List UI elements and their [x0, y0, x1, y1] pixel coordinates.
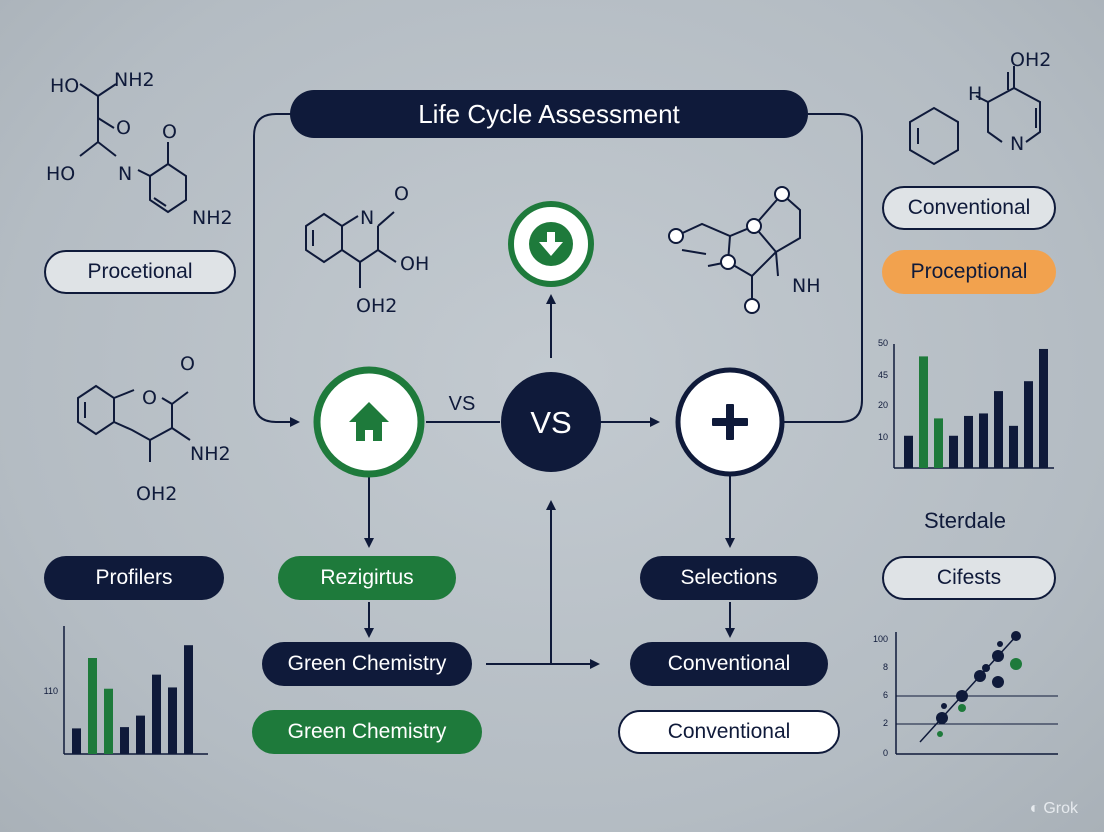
scatter-point: [941, 703, 947, 709]
bar: [120, 727, 129, 754]
download-node[interactable]: [508, 201, 594, 287]
molecule-center-right: NH: [668, 186, 821, 314]
section-heading-right: Sterdale: [924, 508, 1006, 533]
y-tick-label: 100: [873, 634, 888, 644]
m1-oh-label: OH: [400, 253, 429, 275]
bar: [964, 415, 973, 468]
y-tick-label: 10: [878, 432, 888, 442]
profilers-pill[interactable]: Profilers: [44, 556, 224, 600]
page-title: Life Cycle Assessment: [290, 90, 808, 138]
chart-bottom-right: 100 8 6 2 0: [873, 631, 1058, 758]
trend-line: [919, 633, 1019, 743]
tl-n-label: N: [118, 163, 132, 185]
home-node[interactable]: [313, 366, 425, 478]
tl-o2-label: O: [162, 121, 177, 143]
scatter-point: [956, 690, 968, 702]
home-icon: [349, 402, 389, 441]
tl-ho2-label: HO: [46, 163, 75, 185]
bar: [979, 413, 988, 468]
selections-pill[interactable]: Selections: [640, 556, 818, 600]
vs-label: VS: [449, 393, 476, 415]
y-tick-label: 0: [883, 748, 888, 758]
m1-oh2-label: OH2: [356, 295, 397, 317]
left-loop-connector: [253, 113, 300, 427]
bar: [994, 391, 1003, 468]
bar: [152, 674, 161, 754]
right-loop-connector: [780, 113, 863, 423]
procetional-pill[interactable]: Procetional: [44, 250, 236, 294]
y-tick-label: 45: [878, 370, 888, 380]
bar: [1024, 381, 1033, 468]
scatter-point: [1011, 631, 1021, 641]
watermark-text: Grok: [1043, 800, 1078, 817]
plus-icon: [712, 404, 748, 440]
m1-n-label: N: [360, 207, 374, 229]
chart-bottom-left: 110: [44, 626, 208, 755]
molecule-center-left: N O OH OH2: [305, 183, 429, 317]
connectors: [253, 113, 863, 669]
bar: [949, 435, 958, 468]
bar: [919, 356, 928, 468]
scatter-point: [982, 664, 990, 672]
scatter-point: [937, 731, 943, 737]
scatter-point: [992, 676, 1004, 688]
tr-h-label: H: [968, 83, 982, 105]
proceptional-pill[interactable]: Proceptional: [882, 250, 1056, 294]
grok-logo-icon: ◐: [1029, 800, 1040, 817]
tl-ho-label: HO: [50, 75, 79, 97]
tl-o1-label: O: [116, 117, 131, 139]
bar: [184, 645, 193, 754]
scatter-point: [997, 641, 1003, 647]
m2-o1-label: O: [142, 387, 157, 409]
tr-n-label: N: [1010, 133, 1024, 155]
green-chemistry-green-pill[interactable]: Green Chemistry: [252, 710, 482, 754]
watermark: ◐ Grok: [1030, 800, 1078, 818]
y-tick-label: 20: [878, 400, 888, 410]
scatter-point: [974, 670, 986, 682]
molecule-top-left: HO NH2 O HO N O NH2: [46, 69, 233, 229]
bar: [88, 658, 97, 754]
bar: [136, 715, 145, 754]
y-tick-label: 8: [883, 662, 888, 672]
scatter-point: [1010, 658, 1022, 670]
bar: [104, 688, 113, 754]
m2-oh2-label: OH2: [136, 483, 177, 505]
m3-nh-label: NH: [792, 275, 821, 297]
conventional-bottom-pill[interactable]: Conventional: [618, 710, 840, 754]
y-tick-label: 110: [44, 686, 58, 696]
m2-nh2-label: NH2: [190, 443, 231, 465]
down-arrow-icon: [539, 232, 563, 256]
molecule-top-right: OH2 H N: [909, 49, 1051, 166]
bar: [934, 418, 943, 468]
chart-top-right: 50 45 20 10: [878, 338, 1054, 469]
m2-o2-label: O: [180, 353, 195, 375]
vs-node[interactable]: VS: [501, 372, 601, 472]
vs-node-label: VS: [530, 405, 571, 440]
tr-oh2-label: OH2: [1010, 49, 1051, 71]
regirtus-pill[interactable]: Rezigirtus: [278, 556, 456, 600]
cifests-pill[interactable]: Cifests: [882, 556, 1056, 600]
bar: [1039, 348, 1048, 468]
scatter-point: [992, 650, 1004, 662]
conventional-top-pill[interactable]: Conventional: [882, 186, 1056, 230]
molecule-left-middle: O O NH2 OH2: [77, 353, 231, 505]
tl-nh2-label: NH2: [114, 69, 155, 91]
y-tick-label: 2: [883, 718, 888, 728]
green-chemistry-navy-pill[interactable]: Green Chemistry: [262, 642, 472, 686]
plus-node[interactable]: [675, 367, 785, 477]
bar: [1009, 425, 1018, 468]
y-tick-label: 6: [883, 690, 888, 700]
scatter-point: [958, 704, 966, 712]
tl-nh2b-label: NH2: [192, 207, 233, 229]
bar: [72, 728, 81, 754]
bar: [904, 435, 913, 468]
y-tick-label: 50: [878, 338, 888, 348]
bar: [168, 687, 177, 754]
m1-o-label: O: [394, 183, 409, 205]
conventional-mid-pill[interactable]: Conventional: [630, 642, 828, 686]
scatter-point: [936, 712, 948, 724]
